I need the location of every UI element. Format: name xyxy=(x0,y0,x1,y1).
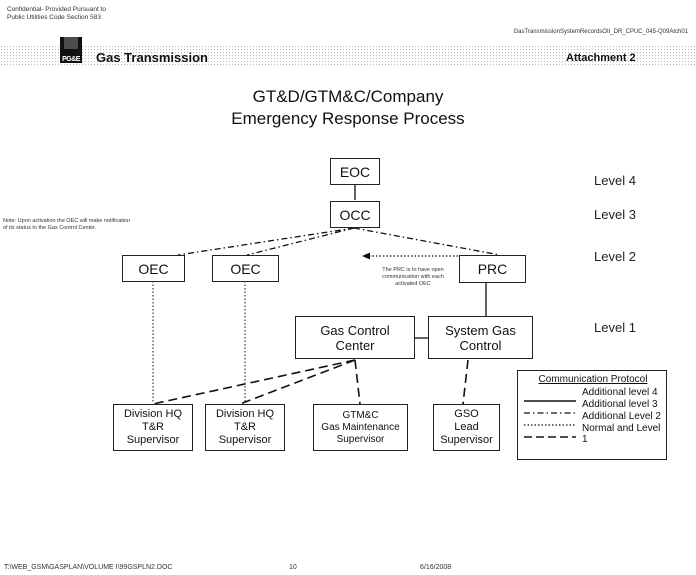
logo-tile xyxy=(64,37,78,49)
oec-note: Note: Upon activation the OEC will make … xyxy=(3,218,131,231)
legend-item-1: Additional level 4 xyxy=(582,387,658,398)
line-sgc-gso xyxy=(462,359,469,405)
footer-page-number: 10 xyxy=(289,564,297,571)
line-gcc-gtmc xyxy=(354,359,361,405)
legend-item-4: Normal and Level 1 xyxy=(582,423,661,445)
footer-date: 6/16/2008 xyxy=(420,564,452,571)
line-occ-prc xyxy=(353,227,501,256)
communication-protocol-legend: Communication Protocol Additional level … xyxy=(517,370,667,460)
legend-item-2: Additional level 3 xyxy=(582,399,658,410)
level-2-label: Level 2 xyxy=(594,249,636,264)
line-gcc-div2 xyxy=(239,359,356,405)
level-3-label: Level 3 xyxy=(594,207,636,222)
document-reference: GasTransmissionSystemRecordsOII_DR_CPUC_… xyxy=(513,29,688,35)
section-title: Gas Transmission xyxy=(96,50,208,65)
oec-right-box: OEC xyxy=(212,255,279,282)
eoc-box: EOC xyxy=(330,158,380,185)
footer-path: T:\WEB_GSM\GASPLAN\VOLUME I\99GSPLN2.DOC xyxy=(4,564,173,571)
header-hatch-band xyxy=(0,45,696,66)
prc-box: PRC xyxy=(459,255,526,283)
pge-logo: PG&E xyxy=(60,37,82,63)
line-occ-oec-left xyxy=(177,227,355,256)
attachment-label: Attachment 2 xyxy=(566,52,636,64)
line-gcc-div1 xyxy=(152,359,356,405)
line-occ-oec-right xyxy=(246,227,355,256)
level-4-label: Level 4 xyxy=(594,173,636,188)
oec-left-box: OEC xyxy=(122,255,185,282)
diagram-title-line1: GT&D/GTM&C/Company xyxy=(252,87,444,106)
confidential-notice: Confidential- Provided Pursuant to Publi… xyxy=(7,6,107,21)
arrow-head xyxy=(362,252,370,260)
level-1-label: Level 1 xyxy=(594,320,636,335)
legend-item-3: Additional Level 2 xyxy=(582,411,661,422)
legend-swatches xyxy=(524,400,576,438)
legend-title: Communication Protocol xyxy=(538,374,648,385)
prc-note: The PRC is to have open communication wi… xyxy=(382,267,444,287)
occ-box: OCC xyxy=(330,201,380,228)
diagram-title-line2: Emergency Response Process xyxy=(231,109,465,128)
